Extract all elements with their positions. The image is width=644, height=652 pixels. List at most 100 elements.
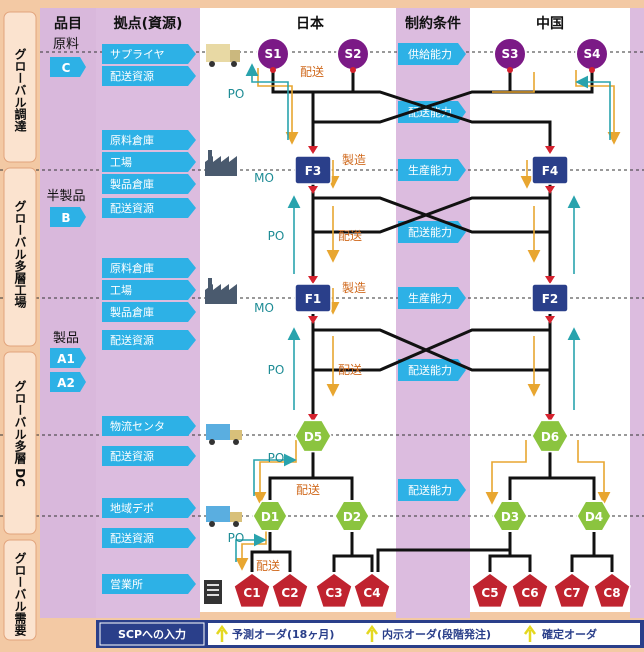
base-box: 製品倉庫: [102, 174, 196, 194]
factory-node: F2: [531, 283, 569, 313]
supplier-node: S4: [575, 37, 609, 73]
label-po: PO: [228, 531, 245, 545]
constraint-label: 生産能力: [408, 291, 452, 305]
node-label: C5: [481, 586, 498, 600]
base-box: 原料倉庫: [102, 130, 196, 150]
node-label: C4: [363, 586, 380, 600]
label-po: PO: [268, 363, 285, 377]
supplier-node: S3: [493, 37, 527, 73]
node-label: F2: [542, 292, 559, 306]
network-lines: [250, 70, 614, 572]
node-label: C8: [603, 586, 620, 600]
depot-node: D1: [252, 500, 288, 532]
label-po: PO: [228, 87, 245, 101]
base-box-label: 営業所: [110, 577, 143, 591]
bottom-bar: SCPへの入力 予測オーダ(18ヶ月) 内示オーダ(段階発注) 確定オーダ: [96, 620, 644, 648]
bottom-bar-indicative: 内示オーダ(段階発注): [382, 627, 491, 641]
label-delivery: 配送: [256, 558, 280, 573]
base-box-label: 物流センタ: [110, 419, 165, 433]
supplier-node: S1: [256, 37, 290, 73]
node-label: C2: [281, 586, 298, 600]
base-box: 配送資源: [102, 330, 196, 350]
item-code-c: C: [62, 61, 71, 75]
base-box: 工場: [102, 152, 196, 172]
item-code-b: B: [61, 211, 70, 225]
bottom-bar-forecast: 予測オーダ(18ヶ月): [232, 627, 334, 641]
base-box: 地域デポ: [102, 498, 196, 518]
customer-node: C4: [353, 572, 391, 609]
bottom-bar-label: SCPへの入力: [118, 627, 186, 641]
customer-node: C8: [593, 572, 631, 609]
constraint-label: 配送能力: [408, 225, 452, 239]
base-box-label: 地域デポ: [110, 501, 154, 515]
base-box-label: 配送資源: [110, 333, 154, 347]
flow-arrowheads: [308, 146, 555, 422]
item-code-a1: A1: [57, 352, 75, 366]
factory-icon: [205, 150, 237, 176]
item-code-a2: A2: [57, 376, 75, 390]
base-box: 営業所: [102, 574, 196, 594]
truck-icon: [206, 424, 242, 445]
node-label: C6: [521, 586, 538, 600]
customer-node: C6: [511, 572, 549, 609]
constraint-box: 配送能力: [398, 101, 466, 123]
node-label: S2: [345, 47, 362, 61]
base-box: 配送資源: [102, 66, 196, 86]
base-box: 配送資源: [102, 528, 196, 548]
base-box-label: 工場: [110, 284, 132, 297]
label-manufacture: 製造: [342, 281, 366, 295]
side-label-procurement: グローバル調達: [13, 47, 27, 133]
item-label-product: 製品: [53, 331, 79, 346]
constraint-label: 配送能力: [408, 363, 452, 377]
node-label: D6: [541, 430, 559, 444]
base-box: 配送資源: [102, 198, 196, 218]
item-labels: 原料 C 半製品 B 製品 A1 A2: [46, 37, 86, 392]
node-label: F4: [542, 164, 559, 178]
base-box-label: 配送資源: [110, 69, 154, 83]
label-delivery: 配送: [296, 482, 320, 497]
node-label: S1: [265, 47, 282, 61]
base-boxes: サプライヤ配送資源原料倉庫工場製品倉庫配送資源原料倉庫工場製品倉庫配送資源物流セ…: [102, 44, 196, 594]
customer-node: C1: [233, 572, 271, 609]
label-manufacture: 製造: [342, 153, 366, 167]
base-box-label: 配送資源: [110, 201, 154, 215]
label-mo: MO: [254, 301, 274, 315]
node-label: D3: [501, 510, 519, 524]
base-box-label: 配送資源: [110, 449, 154, 463]
node-label: S3: [502, 47, 519, 61]
base-box-label: 製品倉庫: [110, 305, 154, 319]
node-label: C1: [243, 586, 260, 600]
order-flow-arrows: [235, 63, 621, 571]
node-label: D2: [343, 510, 361, 524]
label-po: PO: [268, 451, 285, 465]
item-label-raw: 原料: [53, 37, 79, 52]
customer-node: C3: [315, 572, 353, 609]
base-box-label: 原料倉庫: [110, 261, 154, 275]
customer-node: C7: [553, 572, 591, 609]
header-item: 品目: [54, 16, 82, 32]
base-box: 原料倉庫: [102, 258, 196, 278]
item-label-semi: 半製品: [46, 189, 85, 204]
base-box: サプライヤ: [102, 44, 196, 64]
header-constraint: 制約条件: [405, 15, 461, 32]
truck-icon: [206, 506, 242, 527]
customer-node: C5: [471, 572, 509, 609]
node-label: C7: [563, 586, 580, 600]
supplier-node: S2: [336, 37, 370, 73]
truck-icon: [206, 44, 240, 67]
constraint-label: 供給能力: [408, 47, 452, 61]
base-box-label: 配送資源: [110, 531, 154, 545]
constraint-box: 配送能力: [398, 359, 466, 381]
constraint-box: 生産能力: [398, 287, 466, 309]
base-box-label: 製品倉庫: [110, 177, 154, 191]
base-box-label: 原料倉庫: [110, 133, 154, 147]
factory-icon: [205, 278, 237, 304]
header-japan: 日本: [296, 15, 325, 32]
label-delivery: 配送: [338, 362, 362, 377]
label-mo: MO: [254, 171, 274, 185]
constraint-label: 配送能力: [408, 483, 452, 497]
